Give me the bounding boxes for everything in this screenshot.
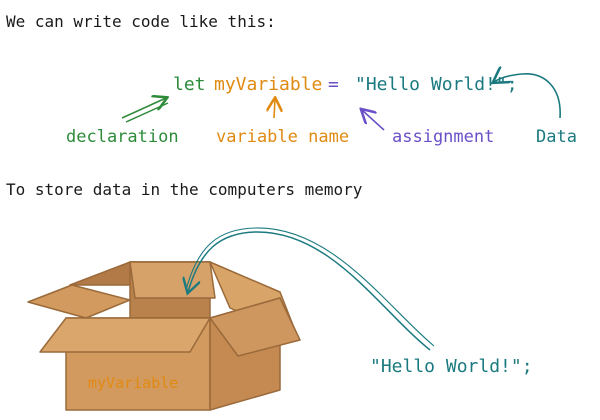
arrow-variable-name-icon [274,99,275,119]
label-assignment: assignment [392,127,495,147]
code-variable-name: myVariable [214,74,323,95]
stored-value-text: "Hello World!"; [370,356,533,377]
label-declaration: declaration [66,127,179,147]
label-data: Data [536,127,577,147]
heading-memory: To store data in the computers memory [6,180,363,199]
label-variable-name: variable name [216,127,350,147]
heading-code-intro: We can write code like this: [6,12,276,31]
code-string-value: "Hello World!"; [355,74,518,95]
code-assignment-operator: = [328,74,339,95]
box-label: myVariable [88,374,178,392]
arrow-assignment-icon [362,110,385,131]
arrow-into-box-icon [186,227,435,351]
arrow-data-icon [494,74,561,119]
code-keyword-let: let [173,74,206,95]
arrow-declaration-icon [121,98,168,123]
